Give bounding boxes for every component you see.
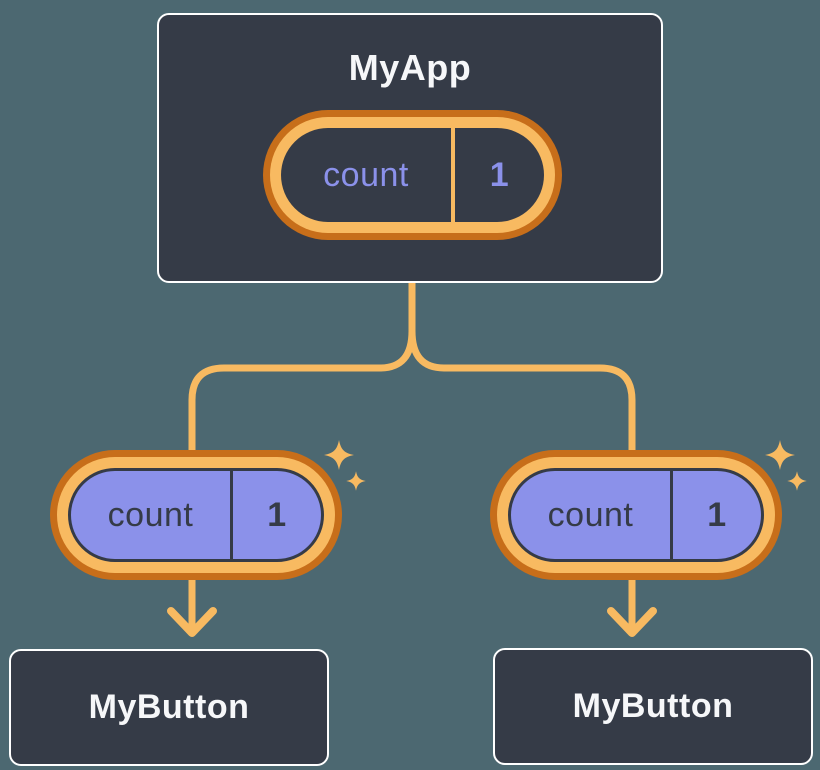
node-mybutton-left: MyButton	[9, 649, 329, 766]
prop-pill-left: count 1	[50, 450, 342, 580]
state-pill-myapp: count 1	[263, 110, 562, 240]
node-myapp-title: MyApp	[348, 47, 472, 88]
prop-pill-body: count 1	[508, 468, 764, 562]
prop-name-label: count	[71, 471, 233, 559]
state-value-label: 1	[489, 155, 510, 194]
state-name-label: count	[281, 128, 455, 222]
prop-pill-right: count 1	[490, 450, 782, 580]
prop-pill-body: count 1	[68, 468, 324, 562]
sparkles-icon	[324, 440, 366, 491]
prop-name-label: count	[511, 471, 673, 559]
left-arrow-head-icon	[167, 607, 217, 637]
right-arrow-head-icon	[607, 607, 657, 637]
node-mybutton-right: MyButton	[493, 648, 813, 765]
sparkles-icon	[765, 440, 807, 491]
branch-left-line	[188, 327, 416, 466]
state-pill-body: count 1	[281, 128, 544, 222]
prop-pill-ring: count 1	[497, 457, 775, 573]
branch-right-line	[408, 327, 636, 466]
node-mybutton-title: MyButton	[88, 688, 250, 726]
prop-value-label: 1	[267, 495, 287, 534]
prop-value-label: 1	[707, 495, 727, 534]
state-pill-ring: count 1	[270, 117, 555, 233]
node-mybutton-title: MyButton	[572, 687, 734, 725]
prop-pill-ring: count 1	[57, 457, 335, 573]
